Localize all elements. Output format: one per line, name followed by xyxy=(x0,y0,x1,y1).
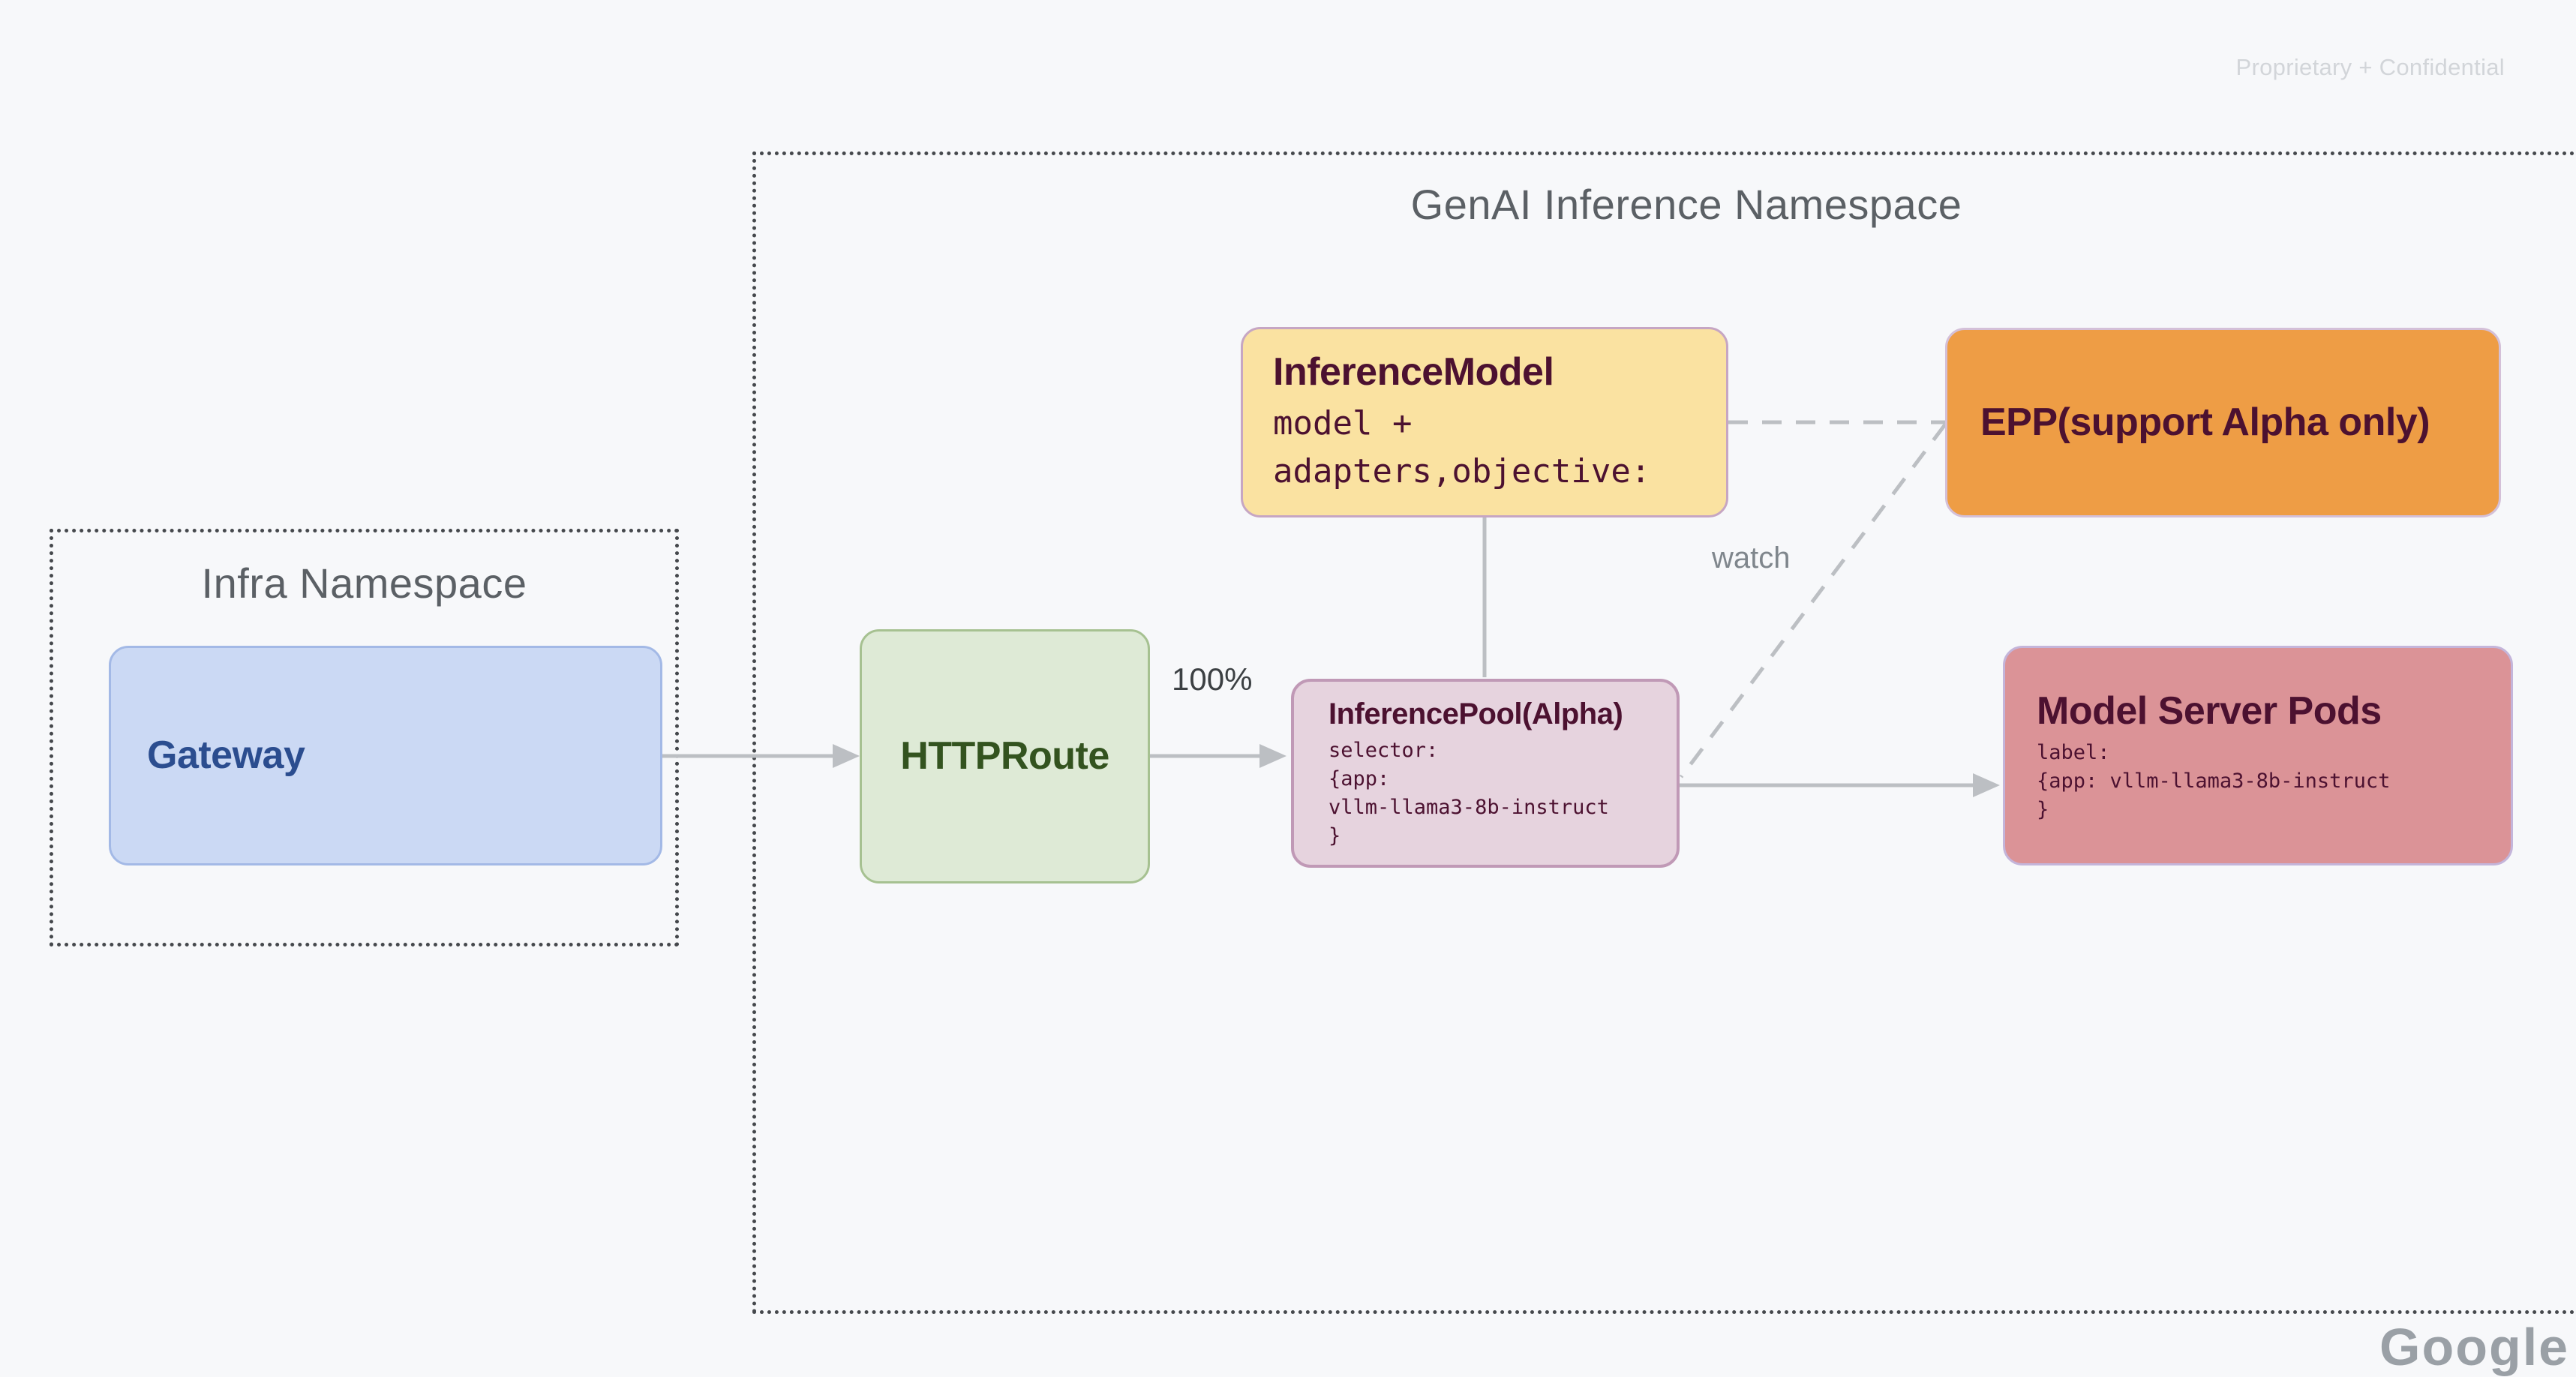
httproute-title: HTTPRoute xyxy=(900,734,1109,778)
genai-namespace-title: GenAI Inference Namespace xyxy=(1410,181,1962,228)
epp-title: EPP(support Alpha only) xyxy=(1980,400,2430,445)
inference-model-spec-line: model + xyxy=(1273,404,1413,443)
node-epp: EPP(support Alpha only) xyxy=(1945,328,2501,518)
model-server-pods-title: Model Server Pods xyxy=(2037,688,2382,733)
inference-pool-spec: selector: {app: vllm-llama3-8b-instruct … xyxy=(1329,736,1677,850)
infra-namespace-title: Infra Namespace xyxy=(201,560,527,607)
google-logo-partial: Google xyxy=(2379,1318,2570,1376)
slide-canvas: Proprietary + Confidential GenAI Inferen… xyxy=(50,54,2576,1376)
node-inference-pool: InferencePool(Alpha) selector: {app: vll… xyxy=(1291,679,1680,868)
inference-pool-title: InferencePool(Alpha) xyxy=(1329,698,1623,731)
confidential-label: Proprietary + Confidential xyxy=(2235,54,2505,80)
inference-model-spec: model + adapters,objective: xyxy=(1273,400,1726,496)
node-gateway: Gateway xyxy=(109,646,662,866)
node-httproute: HTTPRoute xyxy=(860,629,1150,884)
node-model-server-pods: Model Server Pods label: {app: vllm-llam… xyxy=(2003,646,2513,866)
route-weight-label: 100% xyxy=(1172,662,1253,697)
model-server-pods-spec: label: {app: vllm-llama3-8b-instruct } xyxy=(2037,739,2511,824)
model-server-pods-spec-line: {app: vllm-llama3-8b-instruct xyxy=(2037,769,2391,793)
inference-model-title: InferenceModel xyxy=(1273,350,1554,394)
inference-pool-spec-line: vllm-llama3-8b-instruct xyxy=(1329,796,1609,819)
model-server-pods-spec-line: } xyxy=(2037,797,2049,821)
infra-namespace-box xyxy=(50,529,679,946)
inference-pool-spec-line: selector: xyxy=(1329,739,1439,763)
inference-pool-spec-line: {app: xyxy=(1329,767,1390,791)
gateway-title: Gateway xyxy=(147,734,305,778)
inference-pool-spec-line: } xyxy=(1329,824,1341,848)
genai-namespace-box xyxy=(752,152,2576,1314)
node-inference-model: InferenceModel model + adapters,objectiv… xyxy=(1241,327,1728,518)
inference-model-spec-line: adapters,objective: xyxy=(1273,452,1651,491)
model-server-pods-spec-line: label: xyxy=(2037,741,2110,764)
watch-label: watch xyxy=(1712,542,1791,574)
